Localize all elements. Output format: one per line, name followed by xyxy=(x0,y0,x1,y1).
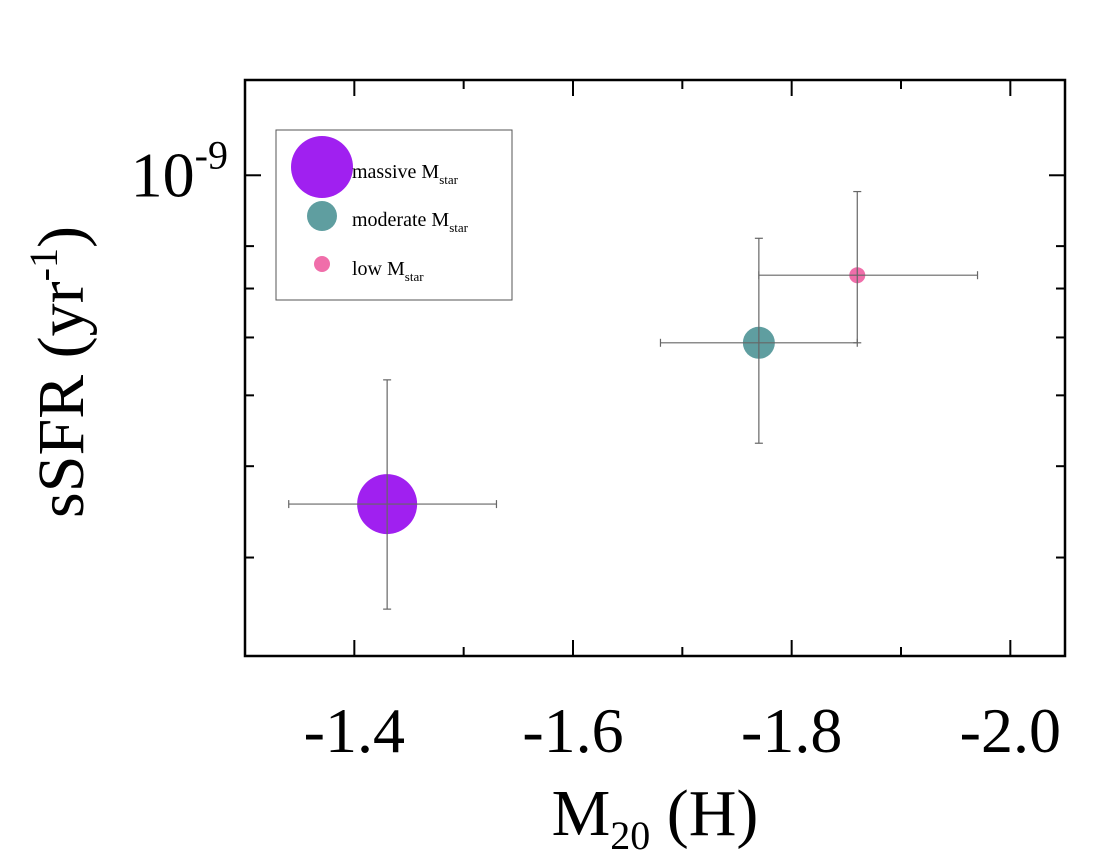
error-bars xyxy=(288,190,979,610)
x-tick-label: -1.4 xyxy=(304,695,405,766)
axis-ticks xyxy=(245,80,1065,656)
x-tick-label: -2.0 xyxy=(960,695,1061,766)
plot-frame xyxy=(243,78,1067,658)
legend-marker-low xyxy=(314,256,330,272)
x-tick-label: -1.8 xyxy=(741,695,842,766)
x-axis-title: M20 (H) xyxy=(552,777,759,850)
legend-label-low: low Mstar xyxy=(352,258,424,284)
data-points xyxy=(357,267,866,535)
x-tick-labels: -1.4 -1.6 -1.8 -2.0 xyxy=(304,695,1061,766)
legend-label-massive: massive Mstar xyxy=(352,161,459,187)
y-tick-labels: 10-9 xyxy=(131,132,228,210)
legend-label-moderate: moderate Mstar xyxy=(352,209,469,235)
legend: massive Mstar moderate Mstar low Mstar xyxy=(275,129,513,301)
y-tick-label: 10-9 xyxy=(131,132,228,210)
y-axis-title: sSFR (yr-1) xyxy=(21,226,98,518)
x-tick-label: -1.6 xyxy=(522,695,623,766)
legend-marker-massive xyxy=(291,136,353,198)
legend-marker-moderate xyxy=(307,201,337,231)
